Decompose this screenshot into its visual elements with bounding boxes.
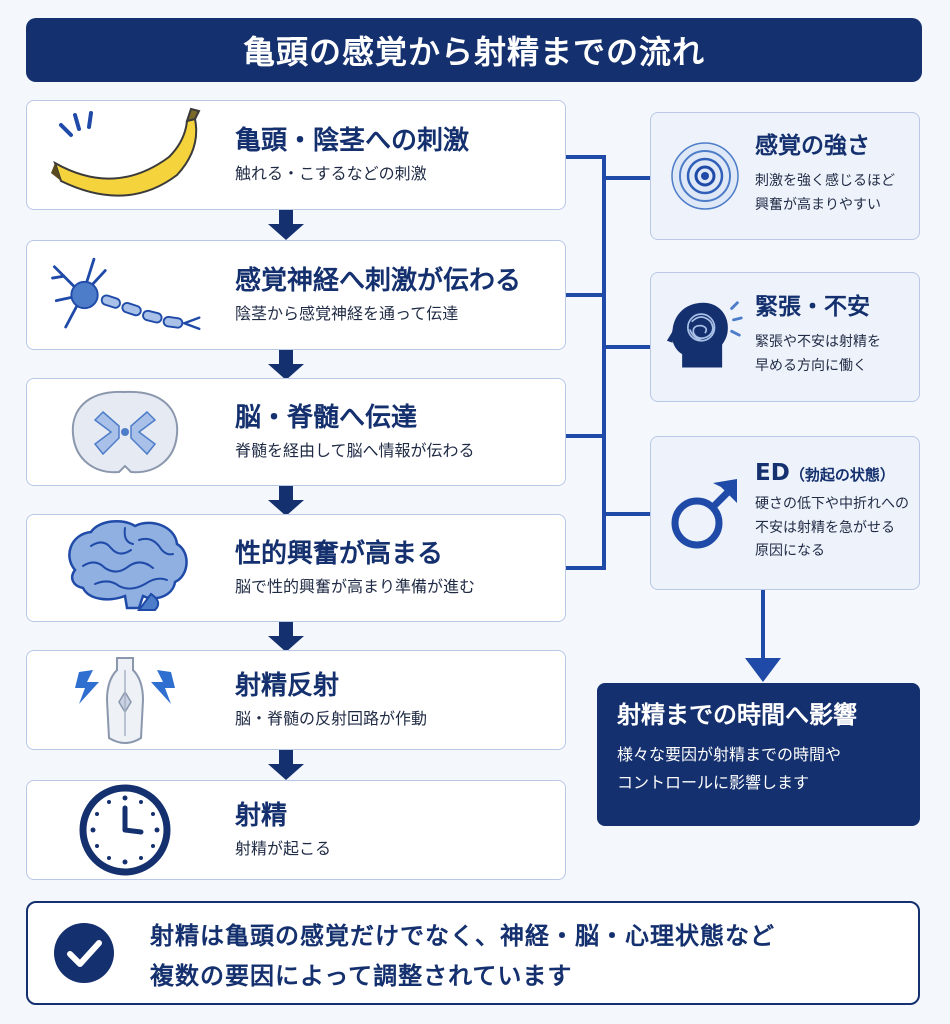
step-title: 脳・脊髄へ伝達 [235, 403, 418, 433]
down-arrow-icon [268, 486, 304, 516]
conclusion-text: 射精は亀頭の感覚だけでなく、神経・脳・心理状態など 複数の要因によって調整されて… [150, 922, 775, 990]
step-description: 陰茎から感覚神経を通って伝達 [235, 304, 459, 323]
reflex-icon [45, 650, 205, 750]
step-stimulus: 亀頭・陰茎への刺激 触れる・こするなどの刺激 [26, 100, 566, 210]
factor-title: 感覚の強さ [755, 132, 870, 159]
step-description: 脳・脊髄の反射回路が作動 [235, 709, 428, 728]
step-title: 射精反射 [235, 671, 340, 701]
result-arrowhead [745, 658, 781, 682]
title-bar: 亀頭の感覚から射精までの流れ [26, 18, 922, 82]
step-title: 性的興奮が高まる [235, 539, 444, 569]
step-sensory-nerve: 感覚神経へ刺激が伝わる 陰茎から感覚神経を通って伝達 [26, 240, 566, 350]
factor-description: 刺激を強く感じるほど 興奮が高まりやすい [755, 172, 895, 213]
checkmark-icon [54, 923, 114, 983]
step-ejaculation: 射精 射精が起こる [26, 780, 566, 880]
factor-title: 緊張・不安 [755, 293, 870, 320]
page-title: 亀頭の感覚から射精までの流れ [242, 33, 705, 71]
down-arrow-icon [268, 350, 304, 380]
step-reflex: 射精反射 脳・脊髄の反射回路が作動 [26, 650, 566, 750]
factor-description: 硬さの低下や中折れへの 不安は射精を急がせる 原因になる [755, 495, 909, 560]
factor-intensity: 感覚の強さ 刺激を強く感じるほど 興奮が高まりやすい [650, 112, 920, 240]
step-description: 射精が起こる [235, 839, 332, 858]
step-description: 脊髄を経由して脳へ情報が伝わる [235, 441, 475, 460]
down-arrow-icon [268, 750, 304, 780]
result-box: 射精までの時間へ影響 様々な要因が射精までの時間や コントロールに影響します [597, 683, 920, 826]
down-arrow-icon [268, 210, 304, 240]
conclusion-box: 射精は亀頭の感覚だけでなく、神経・脳・心理状態など 複数の要因によって調整されて… [26, 901, 920, 1005]
step-brain-spinal: 脳・脊髄へ伝達 脊髄を経由して脳へ情報が伝わる [26, 378, 566, 486]
banana-icon [45, 105, 205, 205]
neuron-icon [45, 245, 205, 345]
step-description: 触れる・こするなどの刺激 [235, 164, 427, 183]
anxious-head-icon [665, 297, 745, 377]
clock-icon [45, 780, 205, 880]
step-description: 脳で性的興奮が高まり準備が進む [235, 577, 476, 596]
male-symbol-icon [665, 473, 745, 553]
factor-title: ED（勃起の状態） [755, 459, 895, 486]
intensity-rings-icon [665, 136, 745, 216]
factor-subtitle: （勃起の状態） [789, 465, 895, 484]
step-title: 亀頭・陰茎への刺激 [235, 126, 470, 156]
step-title: 感覚神経へ刺激が伝わる [235, 266, 522, 296]
step-arousal: 性的興奮が高まる 脳で性的興奮が高まり準備が進む [26, 514, 566, 622]
result-title: 射精までの時間へ影響 [617, 701, 857, 729]
brain-icon [45, 518, 205, 618]
factor-ed: ED（勃起の状態） 硬さの低下や中折れへの 不安は射精を急がせる 原因になる [650, 436, 920, 590]
result-description: 様々な要因が射精までの時間や コントロールに影響します [617, 745, 842, 792]
down-arrow-icon [268, 622, 304, 652]
step-title: 射精 [235, 801, 288, 831]
factor-anxiety: 緊張・不安 緊張や不安は射精を 早める方向に働く [650, 272, 920, 402]
factor-description: 緊張や不安は射精を 早める方向に働く [755, 333, 881, 374]
spinal-cord-icon [45, 382, 205, 482]
